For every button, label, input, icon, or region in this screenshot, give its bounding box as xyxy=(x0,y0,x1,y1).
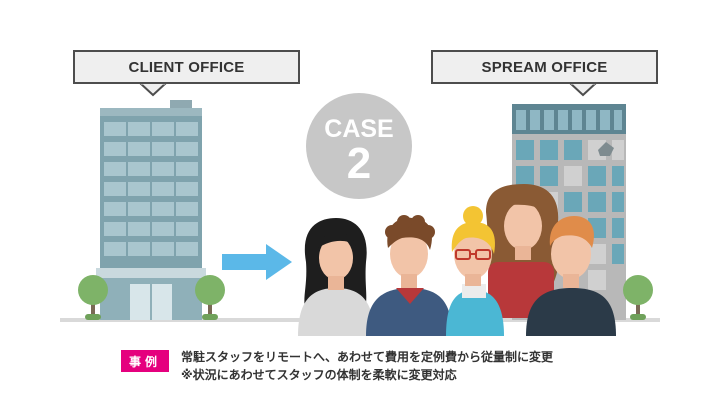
case-label: CASE xyxy=(324,115,394,143)
case-number: 2 xyxy=(346,139,372,188)
example-description-line2: ※状況にあわせてスタッフの体制を柔軟に変更対応 xyxy=(181,368,457,382)
spream-office-label: SPREAM OFFICE xyxy=(481,58,608,76)
building-icon xyxy=(96,100,206,320)
example-tag: 事例 xyxy=(121,350,169,372)
person-icon xyxy=(526,216,616,336)
tree-icon xyxy=(195,275,225,320)
person-icon xyxy=(366,215,452,336)
person-icon xyxy=(298,218,374,336)
tree-icon xyxy=(623,275,653,320)
client-office-callout: CLIENT OFFICE xyxy=(73,50,300,84)
person-icon xyxy=(446,206,504,336)
example-description-line1: 常駐スタッフをリモートへ、あわせて費用を定例費から従量制に変更 xyxy=(181,350,554,364)
tree-icon xyxy=(78,275,108,320)
spream-callout-tail xyxy=(567,81,599,97)
arrow-right-icon xyxy=(222,244,292,280)
client-callout-tail xyxy=(137,81,169,97)
spream-office-callout: SPREAM OFFICE xyxy=(431,50,658,84)
person-icon xyxy=(486,184,559,318)
client-office-label: CLIENT OFFICE xyxy=(128,58,245,76)
case-badge: CASE 2 xyxy=(306,93,412,199)
